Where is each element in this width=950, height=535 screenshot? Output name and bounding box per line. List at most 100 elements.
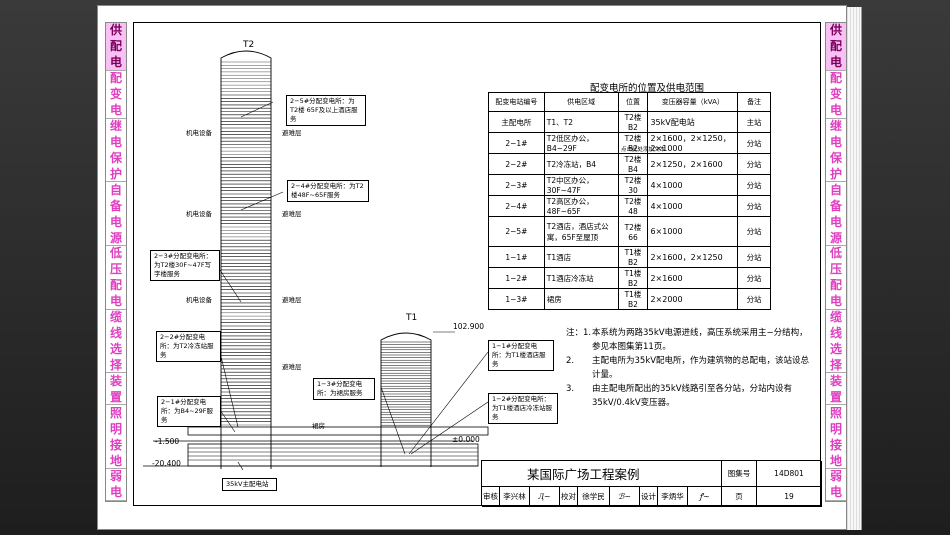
callout-substation-1-1: 1−1#分配变电所：为T1楼酒店服务 [488, 340, 554, 371]
table-cell: 分站 [737, 267, 771, 289]
table-cell: 2×1600 [647, 267, 739, 289]
table-cell: 1−1# [488, 246, 545, 268]
table-cell: 分站 [737, 246, 771, 268]
mech-floor-label-3: 机电设备 [186, 296, 212, 304]
design-label: 设计 [640, 487, 658, 507]
table-cell: 2−4# [488, 195, 545, 217]
drawing-frame [133, 22, 821, 506]
t1-tower [380, 332, 432, 467]
table-cell: 1−3# [488, 288, 545, 310]
callout-substation-2-1: 2−1#分配变电所：为B4~29F服务 [157, 396, 221, 427]
callout-substation-2-4: 2−4#分配变电所：为T2楼48F~65F服务 [287, 180, 369, 202]
category-tab[interactable]: 弱电 [826, 469, 846, 501]
col-header: 位置 [617, 92, 649, 112]
page-number: 19 [757, 487, 822, 507]
checker-name: 徐学民 [578, 487, 610, 507]
designer-signature: ꝭ~ [688, 487, 722, 507]
table-cell: 2−3# [488, 174, 545, 196]
table-cell: T2楼30 [617, 174, 649, 196]
tower-elevation-drawing [143, 50, 489, 471]
t1-label: T1 [406, 313, 418, 323]
elevation-minus-1500: -1.500 [155, 437, 180, 446]
category-tab[interactable]: 继电保护 [826, 118, 846, 183]
callout-main-substation: 35kV主配电站 [222, 478, 277, 491]
elevation-zero: ±0.000 [452, 435, 480, 444]
page-label: 页 [722, 487, 757, 507]
overlay-note: 点击此处添加文本 [621, 147, 666, 153]
project-title: 某国际广场工程案例 [482, 461, 722, 487]
table-cell: 分站 [737, 288, 771, 310]
refuge-floor-label-3: 避难层 [282, 296, 302, 304]
elevation-t1-top: 102.900 [453, 322, 485, 331]
table-cell: T2楼48 [617, 195, 649, 217]
refuge-floor-label-1: 避难层 [282, 129, 302, 137]
callout-substation-2-2: 2−2#分配变电所：为T2冷冻站服务 [156, 331, 221, 362]
leader-lines [217, 101, 489, 471]
table-cell: 2×2000 [647, 288, 739, 310]
col-header: 供电区域 [543, 92, 619, 112]
table-cell: T1、T2 [543, 111, 619, 133]
table-cell: 4×1000 [647, 174, 739, 196]
category-tab[interactable]: 配变电 [106, 70, 126, 119]
category-tab[interactable]: 继电保护 [106, 118, 126, 183]
table-cell: T1楼B2 [617, 288, 649, 310]
col-header: 备注 [737, 92, 771, 112]
mech-floor-label-1: 机电设备 [186, 129, 212, 137]
category-tab[interactable]: 装置 [106, 373, 126, 406]
note-3: 3. 由主配电所配出的35kV线路引至各分站，分站内设有35kV/0.4kV变压… [566, 384, 793, 408]
table-cell: T2楼66 [617, 216, 649, 247]
podium-label: 裙房 [312, 422, 325, 430]
table-cell: 2×1250，2×1600 [647, 153, 739, 175]
category-tab[interactable]: 自备电源 [826, 182, 846, 247]
table-cell: 1−2# [488, 267, 545, 289]
category-tab[interactable]: 低压配电 [826, 246, 846, 310]
refuge-floor-label-4: 避难层 [282, 363, 302, 371]
category-tab[interactable]: 供配电 [106, 23, 126, 71]
category-tab[interactable]: 装置 [826, 373, 846, 406]
table-cell: 裙房 [543, 288, 619, 310]
table-cell: T1酒店冷冻站 [543, 267, 619, 289]
page-stack-edge [847, 7, 862, 530]
checker-signature: ℬ~ [610, 487, 640, 507]
table-cell: 2−1# [488, 132, 545, 154]
table-cell: 主站 [737, 111, 771, 133]
category-tab[interactable]: 弱电 [106, 469, 126, 501]
t2-tower [220, 50, 272, 469]
title-block: 某国际广场工程案例 图集号 14D801 审核 李兴林 Ӆ~ 校对 徐学民 ℬ~… [481, 460, 822, 507]
table-cell: 2×1600，2×1250 [647, 246, 739, 268]
right-category-tabs: 供配电配变电继电保护自备电源低压配电缆线选择装置照明接地弱电 [825, 22, 847, 502]
reviewer-name: 李兴林 [500, 487, 530, 507]
category-tab[interactable]: 缆线选择 [826, 309, 846, 374]
col-header: 变压器容量（kVA） [647, 92, 739, 112]
table-cell: T2楼B2 [617, 111, 649, 133]
refuge-floor-label-2: 避难层 [282, 210, 302, 218]
table-title: 配变电所的位置及供电范围 [590, 83, 705, 94]
category-tab[interactable]: 供配电 [826, 23, 846, 71]
callout-substation-1-2: 1−2#分配变电所：为T1楼酒店冷冻站服务 [488, 393, 558, 424]
table-cell: 分站 [737, 132, 771, 154]
callout-substation-1-3: 1−3#分配变电所：为裙房服务 [313, 378, 375, 400]
designer-name: 李炳华 [658, 487, 688, 507]
table-cell: T2酒店，酒店式公寓，65F至屋顶 [543, 216, 619, 247]
table-cell: 分站 [737, 153, 771, 175]
review-label: 审核 [482, 487, 500, 507]
reviewer-signature: Ӆ~ [530, 487, 560, 507]
category-tab[interactable]: 配变电 [826, 70, 846, 119]
category-tab[interactable]: 照明接地 [106, 405, 126, 470]
category-tab[interactable]: 自备电源 [106, 182, 126, 247]
category-tab[interactable]: 缆线选择 [106, 309, 126, 374]
callout-substation-2-3: 2−3#分配变电所：为T2楼30F~47F写字楼服务 [150, 250, 220, 281]
category-tab[interactable]: 低压配电 [106, 246, 126, 310]
table-cell: T1楼B2 [617, 246, 649, 268]
callout-substation-2-5: 2−5#分配变电所：为T2楼 65F及以上酒店服务 [286, 95, 366, 126]
category-tab[interactable]: 照明接地 [826, 405, 846, 470]
table-cell: 2−5# [488, 216, 545, 247]
